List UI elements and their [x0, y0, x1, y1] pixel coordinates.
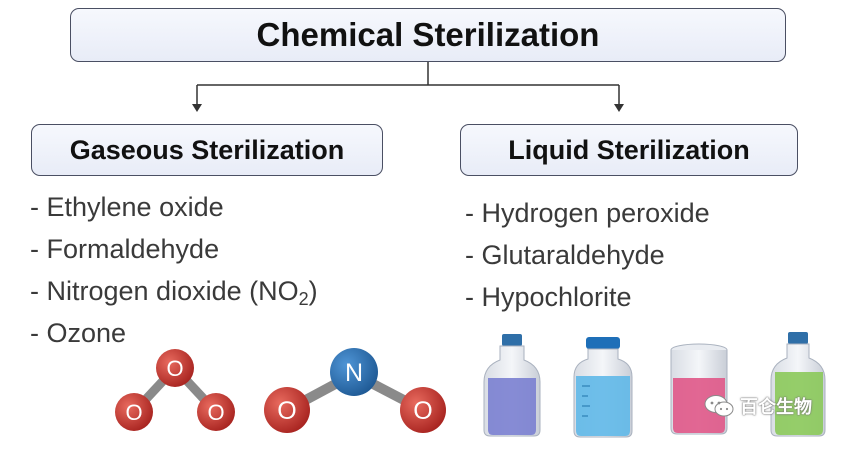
- list-item: - Hypochlorite: [465, 282, 632, 312]
- atom-label: O: [277, 397, 296, 425]
- oxygen-atom: [197, 393, 235, 431]
- atom-label: O: [166, 356, 183, 381]
- atom-label: O: [125, 400, 142, 425]
- wechat-icon: [704, 395, 734, 417]
- liquid-list: - Hydrogen peroxide - Glutaraldehyde - H…: [465, 192, 710, 318]
- liquid-heading-box: Liquid Sterilization: [460, 124, 798, 176]
- atom-label: O: [207, 400, 224, 425]
- gaseous-list: - Ethylene oxide - Formaldehyde - Nitrog…: [30, 186, 318, 354]
- list-item: - Glutaraldehyde: [465, 240, 665, 270]
- gaseous-heading-box: Gaseous Sterilization: [31, 124, 383, 176]
- list-item: - Formaldehyde: [30, 234, 220, 264]
- no2-text: - Nitrogen dioxide (NO: [30, 276, 299, 306]
- oxygen-atom: [264, 387, 310, 433]
- oxygen-atom: [400, 387, 446, 433]
- atom-label: N: [345, 359, 363, 387]
- oxygen-atom: [115, 393, 153, 431]
- list-item: - Ozone: [30, 318, 127, 348]
- no2-subscript: 2: [298, 289, 309, 309]
- watermark: 百仑生物: [704, 393, 812, 419]
- liquid-heading: Liquid Sterilization: [508, 134, 750, 165]
- bottle-blue: [573, 337, 633, 438]
- no2-molecule: N O O: [264, 348, 446, 433]
- nitrogen-atom: [330, 348, 378, 396]
- beaker-pink: [670, 343, 728, 435]
- page-title: Chemical Sterilization: [256, 16, 600, 53]
- list-item: - Nitrogen dioxide (NO2): [30, 270, 318, 312]
- bottle-green: [770, 332, 826, 437]
- list-item: - Hydrogen peroxide: [465, 198, 710, 228]
- title-box: Chemical Sterilization: [70, 8, 786, 62]
- no2-close: ): [308, 276, 318, 306]
- oxygen-atom: [156, 349, 194, 387]
- watermark-text: 百仑生物: [740, 397, 812, 417]
- gaseous-heading: Gaseous Sterilization: [69, 134, 345, 165]
- list-item: - Ethylene oxide: [30, 192, 224, 222]
- bottle-purple: [483, 334, 541, 437]
- ozone-molecule: O O O: [115, 349, 235, 431]
- atom-label: O: [413, 397, 432, 425]
